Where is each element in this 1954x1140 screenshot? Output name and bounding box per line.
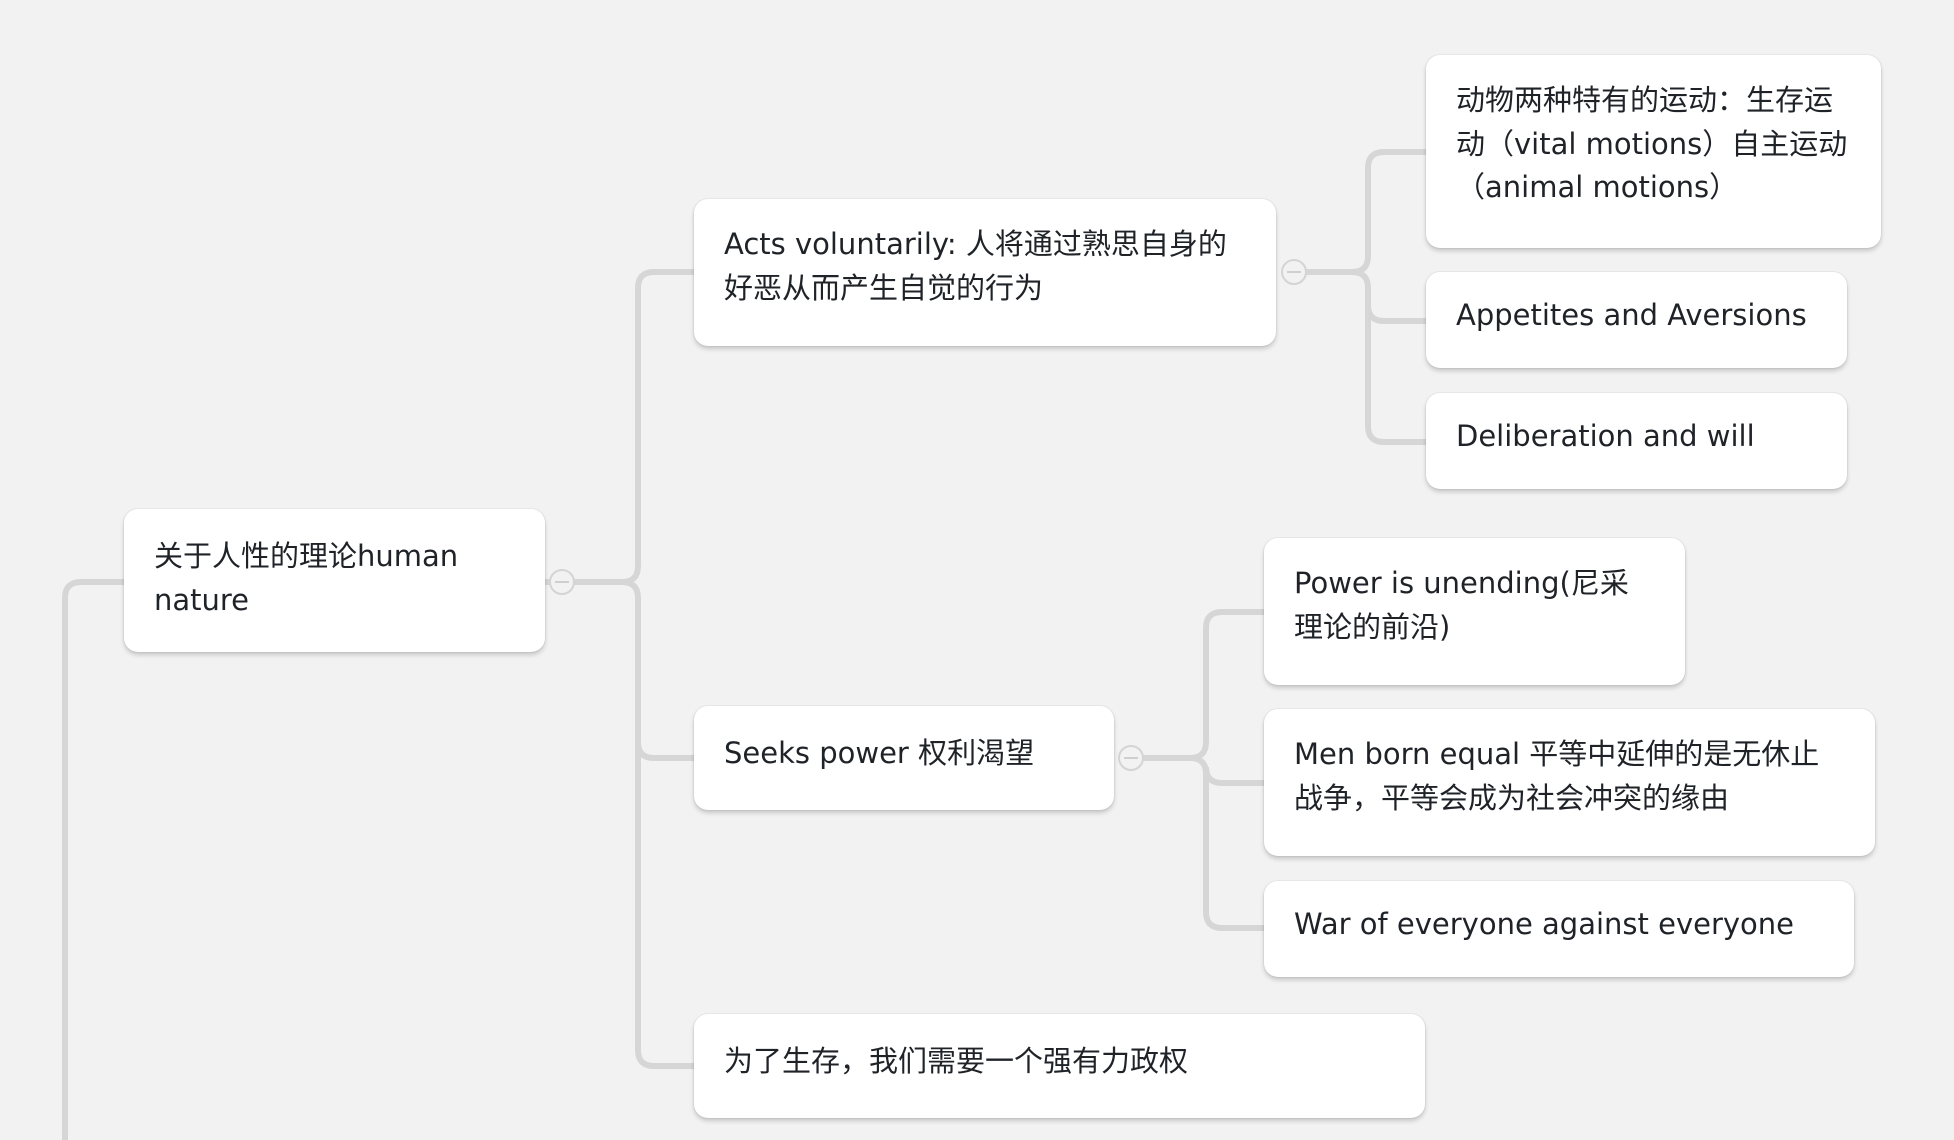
connector-trunk [62, 579, 127, 1140]
leaf-node-war-of-everyone[interactable]: War of everyone against everyone [1264, 881, 1854, 977]
root-node-label: 关于人性的理论human nature [154, 539, 459, 617]
branch-3-label: 为了生存，我们需要一个强有力政权 [724, 1044, 1189, 1078]
leaf-node-deliberation-will[interactable]: Deliberation and will [1426, 393, 1847, 489]
leaf-2-2-label: Men born equal 平等中延伸的是无休止战争，平等会成为社会冲突的缘由 [1294, 737, 1820, 815]
leaf-node-animal-motions[interactable]: 动物两种特有的运动：生存运动（vital motions）自主运动（animal… [1426, 55, 1881, 248]
branch-2-collapse-toggle[interactable] [1118, 745, 1144, 771]
leaf-2-3-label: War of everyone against everyone [1294, 907, 1794, 941]
branch-node-acts-voluntarily[interactable]: Acts voluntarily: 人将通过熟思自身的好恶从而产生自觉的行为 [694, 199, 1276, 346]
leaf-node-appetites-aversions[interactable]: Appetites and Aversions [1426, 272, 1847, 368]
leaf-2-1-label: Power is unending(尼采理论的前沿) [1294, 566, 1629, 644]
branch-1-collapse-toggle[interactable] [1281, 259, 1307, 285]
branch-2-label: Seeks power 权利渴望 [724, 736, 1035, 770]
leaf-node-power-unending[interactable]: Power is unending(尼采理论的前沿) [1264, 538, 1685, 685]
root-collapse-toggle[interactable] [549, 569, 575, 595]
branch-node-strong-government[interactable]: 为了生存，我们需要一个强有力政权 [694, 1014, 1425, 1118]
connector-branch-2-children [1127, 609, 1267, 931]
leaf-node-men-born-equal[interactable]: Men born equal 平等中延伸的是无休止战争，平等会成为社会冲突的缘由 [1264, 709, 1875, 856]
mindmap-root-node[interactable]: 关于人性的理论human nature [124, 509, 545, 652]
leaf-1-3-label: Deliberation and will [1456, 419, 1755, 453]
connector-branch-1-children [1292, 149, 1429, 445]
branch-node-seeks-power[interactable]: Seeks power 权利渴望 [694, 706, 1114, 810]
connector-root-branches [543, 269, 697, 1069]
leaf-1-1-label: 动物两种特有的运动：生存运动（vital motions）自主运动（animal… [1456, 83, 1848, 204]
branch-1-label: Acts voluntarily: 人将通过熟思自身的好恶从而产生自觉的行为 [724, 227, 1227, 305]
leaf-1-2-label: Appetites and Aversions [1456, 298, 1807, 332]
